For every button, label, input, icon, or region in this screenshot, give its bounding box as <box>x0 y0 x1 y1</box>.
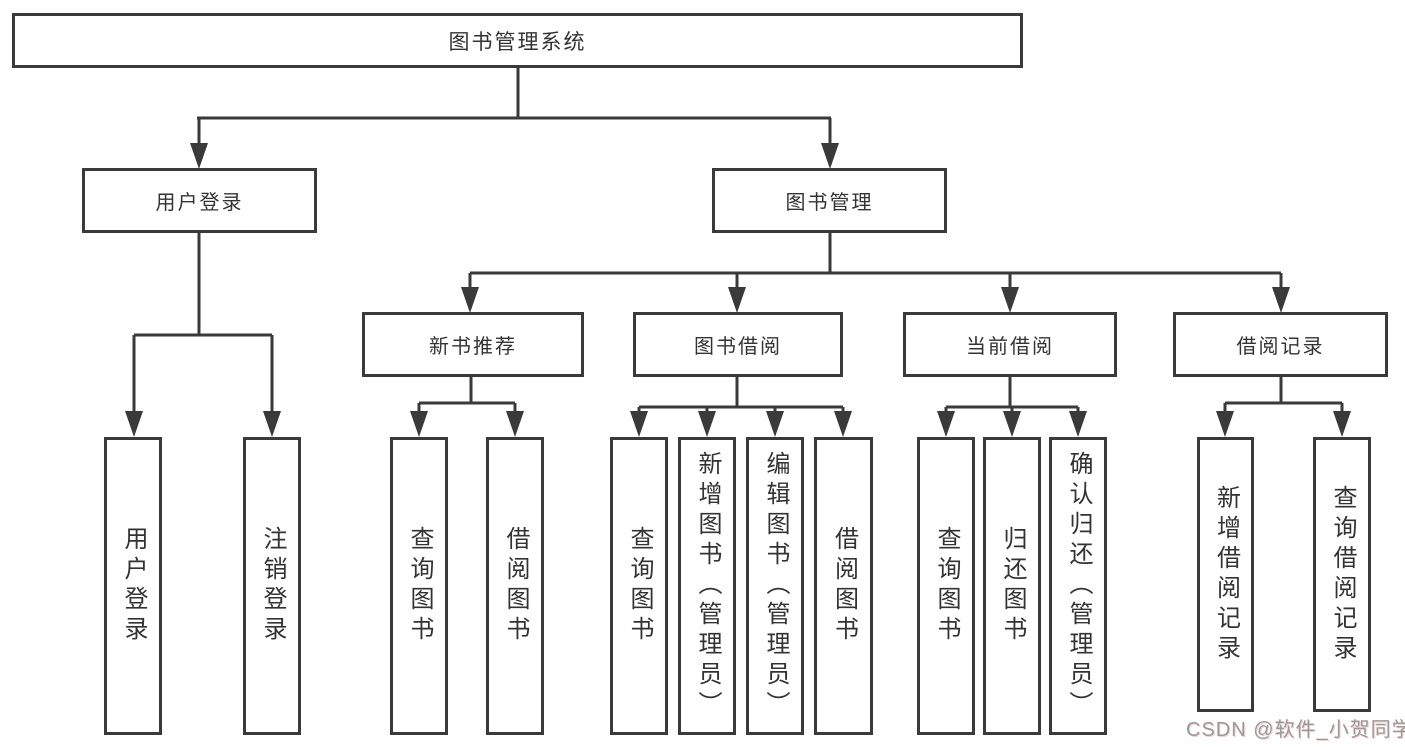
node-borrowing-records: 借阅记录 <box>1173 312 1388 377</box>
arrowhead-down-icon <box>125 411 143 437</box>
connector-borrow-record-children <box>1223 377 1344 414</box>
node-label: 新书推荐 <box>429 336 517 358</box>
connector-current-borrow-children <box>944 377 1080 414</box>
arrowhead-down-icon <box>1272 287 1290 313</box>
arrowhead-down-icon <box>1216 411 1234 437</box>
leaf-add-borrow-record: 新增借阅记录 <box>1197 437 1254 712</box>
arrowhead-down-icon <box>1333 411 1351 437</box>
arrowhead-down-icon <box>263 411 281 437</box>
node-label: 注销登录 <box>259 526 286 646</box>
arrowhead-down-icon <box>1001 287 1019 313</box>
leaf-query-borrow-record: 查询借阅记录 <box>1313 437 1371 712</box>
arrowhead-down-icon <box>698 411 716 437</box>
node-label: 归还图书 <box>999 526 1026 646</box>
csdn-watermark: CSDN @软件_小贺同学 <box>1186 719 1405 741</box>
leaf-borrow-books: 借阅图书 <box>814 437 873 735</box>
node-library-management-system: 图书管理系统 <box>12 13 1023 68</box>
node-current-borrowing: 当前借阅 <box>903 312 1117 377</box>
node-label: 图书借阅 <box>694 336 782 358</box>
arrowhead-down-icon <box>190 143 208 169</box>
leaf-query-books-borrowing: 查询图书 <box>610 437 668 735</box>
node-user-login: 用户登录 <box>82 168 317 233</box>
node-label: 查询图书 <box>626 526 653 646</box>
node-label: 查询图书 <box>406 526 433 646</box>
arrowhead-down-icon <box>834 411 852 437</box>
node-label: 编辑图书（管理员） <box>762 451 789 721</box>
node-label: 借阅图书 <box>502 526 529 646</box>
connector-book-borrow-children <box>637 377 845 414</box>
node-book-borrowing: 图书借阅 <box>633 312 843 377</box>
node-label: 用户登录 <box>155 192 244 214</box>
arrowhead-down-icon <box>506 411 524 437</box>
node-label: 图书管理系统 <box>448 30 587 54</box>
arrowhead-down-icon <box>766 411 784 437</box>
arrowhead-down-icon <box>937 411 955 437</box>
node-new-book-recommend: 新书推荐 <box>362 312 584 377</box>
node-label: 确认归还（管理员） <box>1065 451 1092 721</box>
node-label: 用户登录 <box>120 526 147 646</box>
leaf-query-books-current: 查询图书 <box>917 437 975 735</box>
arrowhead-down-icon <box>821 143 839 169</box>
arrowhead-down-icon <box>630 411 648 437</box>
node-label: 借阅记录 <box>1236 336 1325 358</box>
node-label: 借阅图书 <box>830 526 858 646</box>
connector-root-to-level2 <box>197 68 832 145</box>
arrowhead-down-icon <box>461 287 479 313</box>
leaf-logout: 注销登录 <box>243 437 301 735</box>
arrowhead-down-icon <box>1069 411 1087 437</box>
node-label: 查询图书 <box>933 526 960 646</box>
node-label: 新增图书（管理员） <box>694 451 721 721</box>
node-label: 图书管理 <box>785 192 874 214</box>
connector-new-book-children <box>417 377 517 414</box>
connector-book-mgmt-children <box>468 233 1283 290</box>
leaf-return-books: 归还图书 <box>983 437 1041 735</box>
arrowhead-down-icon <box>1003 411 1021 437</box>
leaf-confirm-return-admin: 确认归还（管理员） <box>1049 437 1107 735</box>
leaf-borrow-books-recommend: 借阅图书 <box>486 437 544 735</box>
leaf-query-books-recommend: 查询图书 <box>390 437 448 735</box>
connector-user-login-children <box>132 233 274 414</box>
arrowhead-down-icon <box>410 411 428 437</box>
leaf-add-book-admin: 新增图书（管理员） <box>678 437 736 735</box>
node-label: 新增借阅记录 <box>1212 484 1240 665</box>
leaf-edit-book-admin: 编辑图书（管理员） <box>746 437 804 735</box>
leaf-user-login: 用户登录 <box>104 437 162 735</box>
node-book-management: 图书管理 <box>712 168 947 233</box>
arrowhead-down-icon <box>728 287 746 313</box>
node-label: 当前借阅 <box>966 336 1054 358</box>
node-label: 查询借阅记录 <box>1329 484 1356 665</box>
